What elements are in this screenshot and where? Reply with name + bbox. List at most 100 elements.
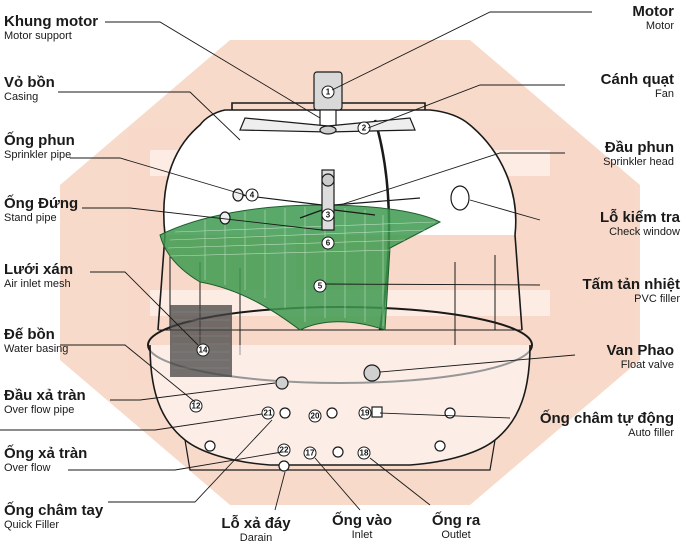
label-overflow-pipe-en: Over flow pipe	[4, 404, 75, 416]
leader-sprinkler-head	[339, 152, 565, 206]
label-overflow-pipe: Đầu xả tràn Over flow pipe	[4, 388, 86, 416]
tower-body	[147, 102, 533, 471]
label-check-window-en: Check window	[609, 226, 680, 238]
label-check-window: Lỗ kiểm tra Check window	[600, 210, 680, 238]
label-drain-en: Darain	[239, 532, 273, 544]
leader-overflow-pipe	[110, 382, 276, 401]
marker-3: 3	[326, 211, 331, 220]
label-inlet-vi: Ống vào	[331, 512, 392, 529]
label-outlet-vi: Ống ra	[431, 512, 481, 529]
pvc-filler	[159, 204, 442, 331]
basin-fittings	[204, 364, 456, 472]
leader-air-inlet-mesh	[90, 271, 199, 346]
leader-lines	[0, 11, 592, 511]
leader-motor-support	[105, 21, 321, 119]
label-motor: Motor Motor	[632, 4, 674, 32]
marker-20: 20	[311, 412, 320, 421]
label-quick-filler-vi: Ống châm tay	[4, 502, 104, 519]
label-casing-en: Casing	[4, 91, 39, 103]
label-auto-filler-vi: Ống châm tự động	[539, 410, 674, 427]
marker-17: 17	[306, 449, 315, 458]
label-sprinkler-head: Đầu phun Sprinkler head	[603, 140, 674, 168]
label-check-window-vi: Lỗ kiểm tra	[599, 209, 680, 226]
label-motor-support-vi: Khung motor	[4, 13, 99, 30]
label-motor-vi: Motor	[632, 3, 674, 20]
leader-water-basin	[60, 344, 196, 403]
label-sprinkler-head-vi: Đầu phun	[604, 139, 674, 156]
label-pvc-filler-vi: Tấm tản nhiệt	[582, 276, 680, 293]
marker-4: 4	[250, 191, 255, 200]
label-sprinkler-pipe-vi: Ống phun	[4, 132, 75, 149]
leader-casing	[58, 91, 241, 141]
label-overflow-vi: Ống xả tràn	[4, 445, 88, 462]
label-outlet-en: Outlet	[441, 529, 471, 541]
label-sprinkler-pipe-en: Sprinkler pipe	[4, 149, 72, 161]
label-casing: Vỏ bồn Casing	[4, 75, 55, 103]
label-inlet-en: Inlet	[351, 529, 373, 541]
leader-check-window	[469, 199, 541, 221]
marker-14: 14	[199, 346, 208, 355]
label-air-inlet-mesh-en: Air inlet mesh	[4, 278, 71, 290]
label-inlet: Ống vào Inlet	[330, 513, 394, 541]
leader-fan	[367, 84, 565, 129]
leader-motor	[331, 11, 592, 91]
label-stand-pipe: Ống Đứng Stand pipe	[4, 196, 78, 224]
marker-21: 21	[264, 409, 273, 418]
label-overflow-en: Over flow	[4, 462, 51, 474]
marker-22: 22	[280, 446, 289, 455]
marker-1: 1	[326, 88, 331, 97]
label-float-valve-vi: Van Phao	[606, 342, 674, 359]
label-stand-pipe-vi: Ống Đứng	[4, 195, 79, 212]
label-casing-vi: Vỏ bồn	[4, 74, 55, 91]
label-overflow-pipe-vi: Đầu xả tràn	[4, 387, 86, 404]
marker-numbers: 1 2 3 4 5 6 12 14 17 18 19 20 21 22	[192, 88, 370, 458]
marker-6: 6	[326, 239, 331, 248]
label-quick-filler-en: Quick Filler	[4, 519, 60, 531]
leader-pvc-filler	[324, 283, 541, 286]
label-fan-vi: Cánh quạt	[600, 71, 674, 88]
numbered-markers	[189, 85, 372, 460]
leader-float-valve	[379, 354, 576, 373]
label-fan-en: Fan	[655, 88, 674, 100]
leader-overflow-2	[68, 451, 283, 471]
leader-auto-filler	[379, 412, 511, 419]
marker-5: 5	[318, 282, 323, 291]
marker-18: 18	[360, 449, 369, 458]
label-sprinkler-head-en: Sprinkler head	[603, 156, 674, 168]
leader-stand-pipe	[82, 207, 323, 231]
leader-quick-filler	[108, 419, 273, 503]
label-air-inlet-mesh-vi: Lưới xám	[4, 261, 74, 278]
label-drain-vi: Lỗ xả đáy	[221, 515, 291, 532]
label-quick-filler: Ống châm tay Quick Filler	[4, 503, 103, 531]
label-float-valve: Van Phao Float valve	[606, 343, 674, 371]
label-pvc-filler: Tấm tản nhiệt PVC filler	[582, 277, 680, 305]
leader-overflow	[0, 413, 263, 431]
leader-outlet	[369, 457, 431, 506]
label-stand-pipe-en: Stand pipe	[4, 212, 57, 224]
marker-19: 19	[361, 409, 370, 418]
label-fan: Cánh quạt Fan	[601, 72, 674, 100]
label-water-basin-vi: Đế bồn	[4, 326, 55, 343]
marker-12: 12	[192, 402, 201, 411]
label-pvc-filler-en: PVC filler	[634, 293, 680, 305]
label-air-inlet-mesh: Lưới xám Air inlet mesh	[4, 262, 73, 290]
leader-drain	[274, 471, 286, 511]
label-overflow: Ống xả tràn Over flow	[4, 446, 87, 474]
label-motor-support-en: Motor support	[4, 30, 72, 42]
label-drain: Lỗ xả đáy Darain	[218, 516, 294, 544]
leader-sprinkler-pipe	[70, 157, 246, 196]
label-water-basin: Đế bồn Water basing	[4, 327, 68, 355]
label-outlet: Ống ra Outlet	[426, 513, 486, 541]
label-auto-filler-en: Auto filler	[628, 427, 674, 439]
label-motor-support: Khung motor Motor support	[4, 14, 98, 42]
label-sprinkler-pipe: Ống phun Sprinkler pipe	[4, 133, 75, 161]
label-motor-en: Motor	[645, 20, 674, 32]
air-inlet-mesh	[170, 305, 232, 377]
leader-inlet	[314, 457, 361, 511]
label-auto-filler: Ống châm tự động Auto filler	[540, 411, 674, 439]
label-water-basin-en: Water basing	[4, 343, 69, 355]
marker-2: 2	[362, 124, 367, 133]
label-float-valve-en: Float valve	[620, 359, 674, 371]
